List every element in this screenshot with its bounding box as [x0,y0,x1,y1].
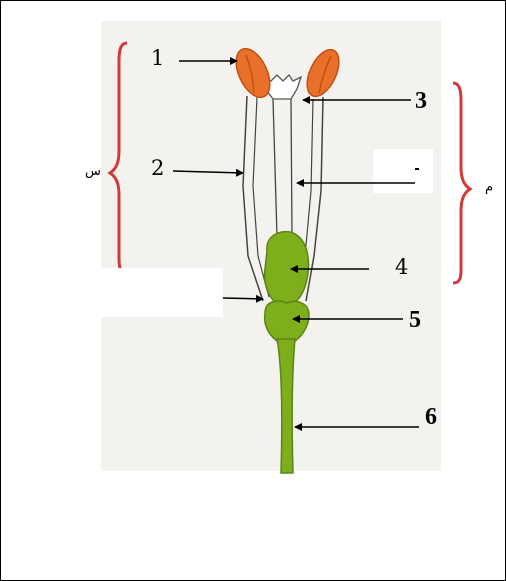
arrow-filament [223,298,263,299]
cover-box-left [101,268,223,317]
label-side-left: س [85,165,101,178]
cover-box-right [373,149,433,193]
label-4: 4 [395,257,408,278]
right-bracket [453,83,470,283]
label-side-right: م [485,181,493,194]
label-5: 5 [409,308,421,332]
label-1: 1 [151,48,164,69]
label-3: 3 [415,89,427,113]
label-6: 6 [425,405,437,429]
receptacle [265,301,309,341]
label-2: 2 [151,158,164,179]
